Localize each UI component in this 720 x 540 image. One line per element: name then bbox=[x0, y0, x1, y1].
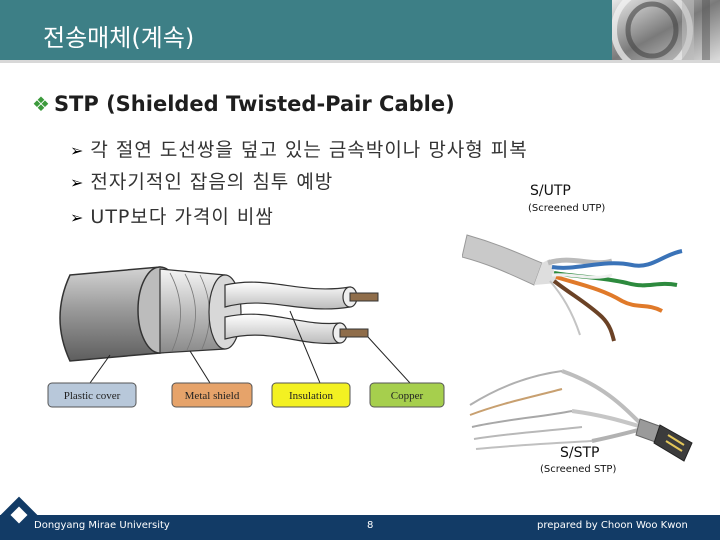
sutp-cable-photo bbox=[462, 234, 683, 342]
label-metal-shield-text: Metal shield bbox=[185, 390, 240, 402]
slide-title: 전송매체(계속) bbox=[43, 24, 195, 52]
stp-cable-diagram: Plastic cover Metal shield Insulation Co… bbox=[47, 266, 445, 408]
label-insulation: Insulation bbox=[271, 382, 351, 408]
sub-bullet-2: ➢ 전자기적인 잡음의 침투 예방 bbox=[70, 167, 333, 194]
label-copper: Copper bbox=[369, 382, 445, 408]
title-bar: 전송매체(계속) bbox=[0, 0, 720, 60]
arrow-bullet-icon: ➢ bbox=[70, 141, 85, 160]
arrow-bullet-icon: ➢ bbox=[70, 173, 85, 192]
diamond-bullet-icon: ❖ bbox=[32, 92, 50, 116]
heading-text: STP (Shielded Twisted-Pair Cable) bbox=[53, 92, 455, 116]
header-photo bbox=[612, 0, 720, 60]
label-copper-text: Copper bbox=[391, 390, 424, 402]
sutp-title: S/UTP bbox=[530, 183, 571, 199]
footer-page-number: 8 bbox=[367, 520, 374, 531]
heading-bullet: ❖STP (Shielded Twisted-Pair Cable) bbox=[32, 92, 455, 116]
footer-author: prepared by Choon Woo Kwon bbox=[537, 520, 688, 531]
label-insulation-text: Insulation bbox=[289, 390, 333, 402]
sub-bullet-text: 전자기적인 잡음의 침투 예방 bbox=[90, 171, 334, 193]
arrow-bullet-icon: ➢ bbox=[70, 208, 85, 227]
sub-bullet-text: UTP보다 가격이 비쌈 bbox=[90, 206, 274, 228]
sstp-cable-photo bbox=[469, 369, 693, 462]
sstp-subtitle: (Screened STP) bbox=[540, 464, 617, 475]
label-metal-shield: Metal shield bbox=[171, 382, 253, 408]
label-plastic-cover-text: Plastic cover bbox=[64, 390, 121, 402]
sub-bullet-3: ➢ UTP보다 가격이 비쌈 bbox=[70, 202, 274, 229]
sutp-subtitle: (Screened UTP) bbox=[528, 203, 606, 214]
footer-university: Dongyang Mirae University bbox=[34, 520, 170, 531]
sub-bullet-1: ➢ 각 절연 도선쌍을 덮고 있는 금속박이나 망사형 피복 bbox=[70, 135, 528, 162]
footer-bar bbox=[0, 515, 720, 540]
sstp-title: S/STP bbox=[560, 445, 600, 461]
sub-bullet-text: 각 절연 도선쌍을 덮고 있는 금속박이나 망사형 피복 bbox=[90, 139, 528, 161]
label-plastic-cover: Plastic cover bbox=[47, 382, 137, 408]
header-divider bbox=[0, 60, 720, 63]
